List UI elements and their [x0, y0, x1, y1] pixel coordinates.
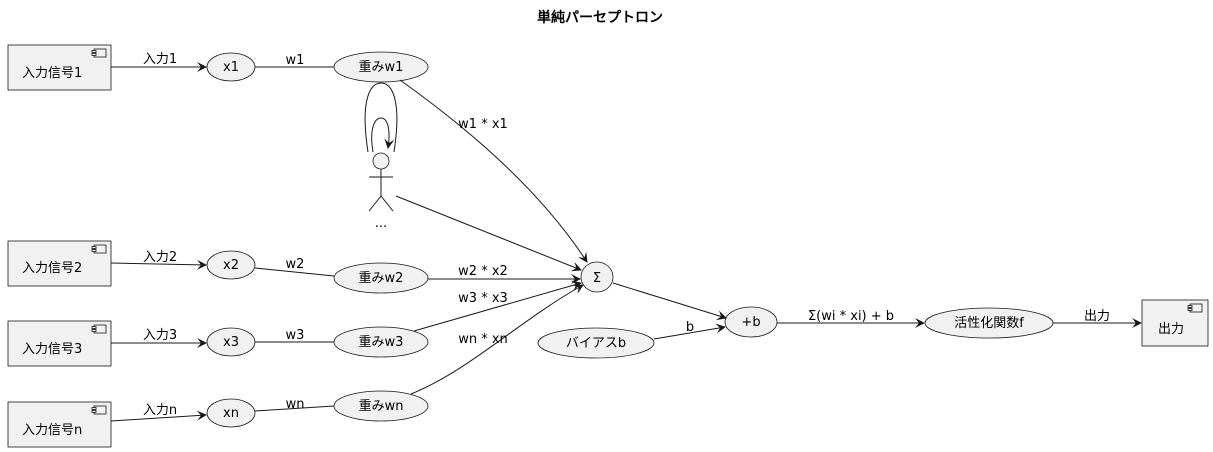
edge-plusb-activation: Σ(wi * xi) + b [777, 309, 925, 328]
node-weight-w2: 重みw2 [333, 262, 429, 294]
edge-inputn-xn: 入力n [110, 403, 207, 422]
edge-input1-x1: 入力1 [111, 52, 207, 72]
node-bias: バイアスb [537, 327, 655, 359]
component-input-signal-n: 入力信号n [7, 401, 112, 448]
node-plus-b: +b [724, 306, 778, 338]
svg-text:入力2: 入力2 [143, 250, 177, 265]
svg-text:w1: w1 [286, 53, 305, 68]
svg-text:バイアスb: バイアスb [566, 336, 626, 351]
actor-label: ... [375, 216, 387, 231]
component-output: 出力 [1141, 299, 1209, 347]
component-label: 出力 [1158, 322, 1184, 337]
edge-sum-plusb [612, 282, 727, 321]
svg-text:活性化関数f: 活性化関数f [954, 316, 1024, 331]
svg-text:出力: 出力 [1084, 309, 1110, 324]
edge-w1-self-loop [364, 82, 398, 153]
svg-text:wn: wn [286, 397, 305, 412]
node-weight-wn: 重みwn [333, 390, 429, 422]
svg-text:w1 * x1: w1 * x1 [458, 117, 508, 132]
component-input-signal-3: 入力信号3 [7, 320, 112, 367]
node-x1: x1 [206, 52, 256, 82]
svg-text:+b: +b [741, 315, 760, 330]
svg-text:b: b [686, 320, 694, 335]
node-xn: xn [206, 398, 256, 428]
svg-text:wn * xn: wn * xn [458, 332, 508, 347]
svg-text:重みw1: 重みw1 [359, 59, 404, 75]
node-weight-w3: 重みw3 [333, 326, 429, 358]
edge-w3-sum: w3 * x3 [413, 280, 582, 332]
svg-text:重みwn: 重みwn [359, 398, 404, 414]
node-x2: x2 [206, 250, 256, 280]
edge-x2-w2: w2 [254, 257, 335, 277]
svg-text:重みw2: 重みw2 [359, 270, 404, 286]
edge-bias-plusb: b [653, 320, 726, 340]
node-x3: x3 [206, 327, 256, 357]
component-label: 入力信号2 [22, 261, 82, 276]
svg-text:Σ: Σ [593, 271, 601, 286]
svg-text:x1: x1 [223, 60, 239, 75]
svg-text:重みw3: 重みw3 [359, 334, 404, 350]
edge-wn-sum: wn * xn [410, 284, 584, 395]
edge-w2-sum: w2 * x2 [428, 264, 581, 284]
component-input-signal-2: 入力信号2 [7, 240, 112, 287]
node-sum: Σ [580, 261, 614, 293]
svg-text:w3: w3 [286, 328, 305, 343]
edge-x3-w3: w3 [255, 328, 334, 343]
svg-text:入力n: 入力n [143, 403, 177, 418]
svg-text:w2 * x2: w2 * x2 [458, 264, 508, 279]
component-label: 入力信号3 [22, 342, 82, 357]
component-label: 入力信号n [22, 423, 82, 438]
edge-x1-w1: w1 [255, 53, 334, 68]
edge-xn-wn: wn [254, 397, 335, 412]
svg-text:xn: xn [223, 406, 239, 421]
edge-activation-output: 出力 [1053, 309, 1142, 328]
svg-text:Σ(wi * xi) + b: Σ(wi * xi) + b [808, 309, 894, 324]
node-weight-w1: 重みw1 [333, 51, 429, 83]
svg-text:x2: x2 [223, 258, 239, 273]
edge-input2-x2: 入力2 [110, 250, 207, 270]
svg-text:x3: x3 [223, 335, 239, 350]
svg-text:入力3: 入力3 [143, 328, 177, 343]
component-input-signal-1: 入力信号1 [7, 44, 112, 91]
diagram-title: 単純パーセプトロン [537, 9, 663, 26]
svg-text:w2: w2 [286, 257, 305, 272]
svg-text:w3 * x3: w3 * x3 [458, 291, 508, 306]
actor-ellipsis: ... [368, 152, 394, 231]
component-label: 入力信号1 [22, 66, 82, 81]
edge-input3-x3: 入力3 [111, 328, 207, 348]
svg-text:入力1: 入力1 [143, 52, 177, 67]
node-activation: 活性化関数f [924, 307, 1054, 339]
edge-w1-sum: w1 * x1 [399, 79, 588, 263]
edge-actor-sum [395, 195, 582, 272]
